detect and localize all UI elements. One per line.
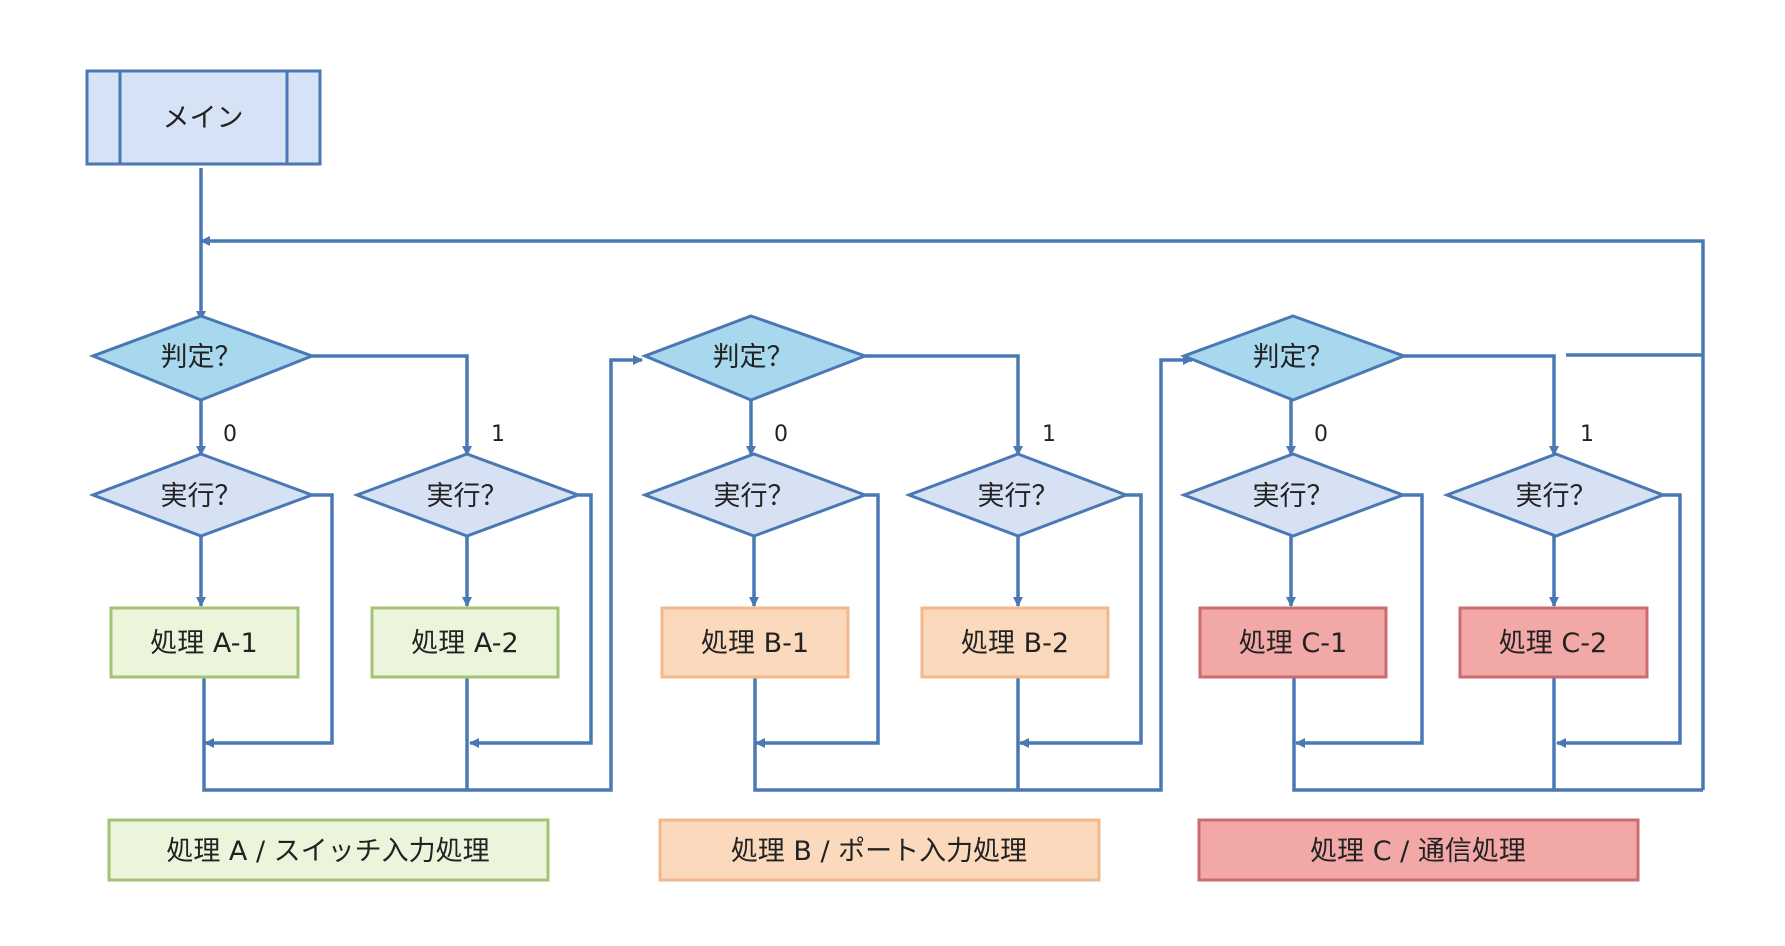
main-label: メイン: [163, 103, 244, 134]
group-b-connectors: [746, 354, 1193, 792]
exec-b-1-label: 実行？: [978, 481, 1059, 512]
process-c-1-label: 処理 C-1: [1239, 628, 1347, 659]
exec-b-1: [904, 452, 1131, 538]
connector-return-loop: [200, 236, 1705, 790]
exec-a-1-label: 実行？: [427, 481, 508, 512]
process-c-2: [1458, 606, 1649, 679]
decision-b-label: 判定？: [713, 342, 794, 373]
legend-b: [658, 818, 1101, 882]
exec-a-1: [352, 452, 583, 538]
process-a-2: [370, 606, 560, 679]
decision-c-label: 判定？: [1253, 342, 1334, 373]
exec-a-0-label: 実行？: [161, 481, 242, 512]
process-c-2-label: 処理 C-2: [1499, 628, 1607, 659]
branch-a-1-label: 1: [491, 422, 505, 447]
branch-c-1-label: 1: [1580, 422, 1594, 447]
process-b-1: [660, 606, 850, 679]
branch-b-1-label: 1: [1042, 422, 1056, 447]
legend-c: [1197, 818, 1640, 882]
decision-a: [88, 314, 317, 402]
process-b-1-label: 処理 B-1: [701, 628, 809, 659]
exec-b-0-label: 実行？: [714, 481, 795, 512]
process-a-1-label: 処理 A-1: [150, 628, 257, 659]
branch-a-0-label: 0: [223, 422, 237, 447]
process-a-1: [109, 606, 300, 679]
legend-a: [107, 818, 550, 882]
group-c-connectors: [1286, 354, 1703, 792]
process-c-1: [1198, 606, 1388, 679]
main-block: メイン: [85, 69, 322, 166]
group-a: 判定？ 0 1 実行？ 実行？ 処理 A-1 処理 A-2: [88, 314, 583, 679]
decision-a-label: 判定？: [161, 342, 242, 373]
exec-a-0: [88, 452, 317, 538]
group-a-connectors: [196, 354, 643, 792]
legend-b-label: 処理 B / ポート入力処理: [731, 836, 1027, 867]
branch-c-0-label: 0: [1314, 422, 1328, 447]
process-a-2-label: 処理 A-2: [411, 628, 518, 659]
exec-c-1: [1442, 452, 1668, 538]
connectors: [196, 168, 1705, 790]
legend-c-label: 処理 C / 通信処理: [1310, 836, 1526, 867]
process-b-2: [920, 606, 1110, 679]
legend: 処理 A / スイッチ入力処理 処理 B / ポート入力処理 処理 C / 通信…: [107, 818, 1640, 882]
decision-c: [1179, 314, 1409, 402]
group-c: 判定？ 0 1 実行？ 実行？ 処理 C-1 処理 C-2: [1179, 314, 1668, 679]
legend-a-label: 処理 A / スイッチ入力処理: [166, 836, 489, 867]
exec-c-0: [1179, 452, 1408, 538]
process-b-2-label: 処理 B-2: [961, 628, 1069, 659]
exec-b-0: [640, 452, 870, 538]
exec-c-0-label: 実行？: [1253, 481, 1334, 512]
branch-b-0-label: 0: [774, 422, 788, 447]
group-b: 判定？ 0 1 実行？ 実行？ 処理 B-1 処理 B-2: [640, 314, 1131, 679]
decision-b: [640, 314, 870, 402]
exec-c-1-label: 実行？: [1516, 481, 1597, 512]
